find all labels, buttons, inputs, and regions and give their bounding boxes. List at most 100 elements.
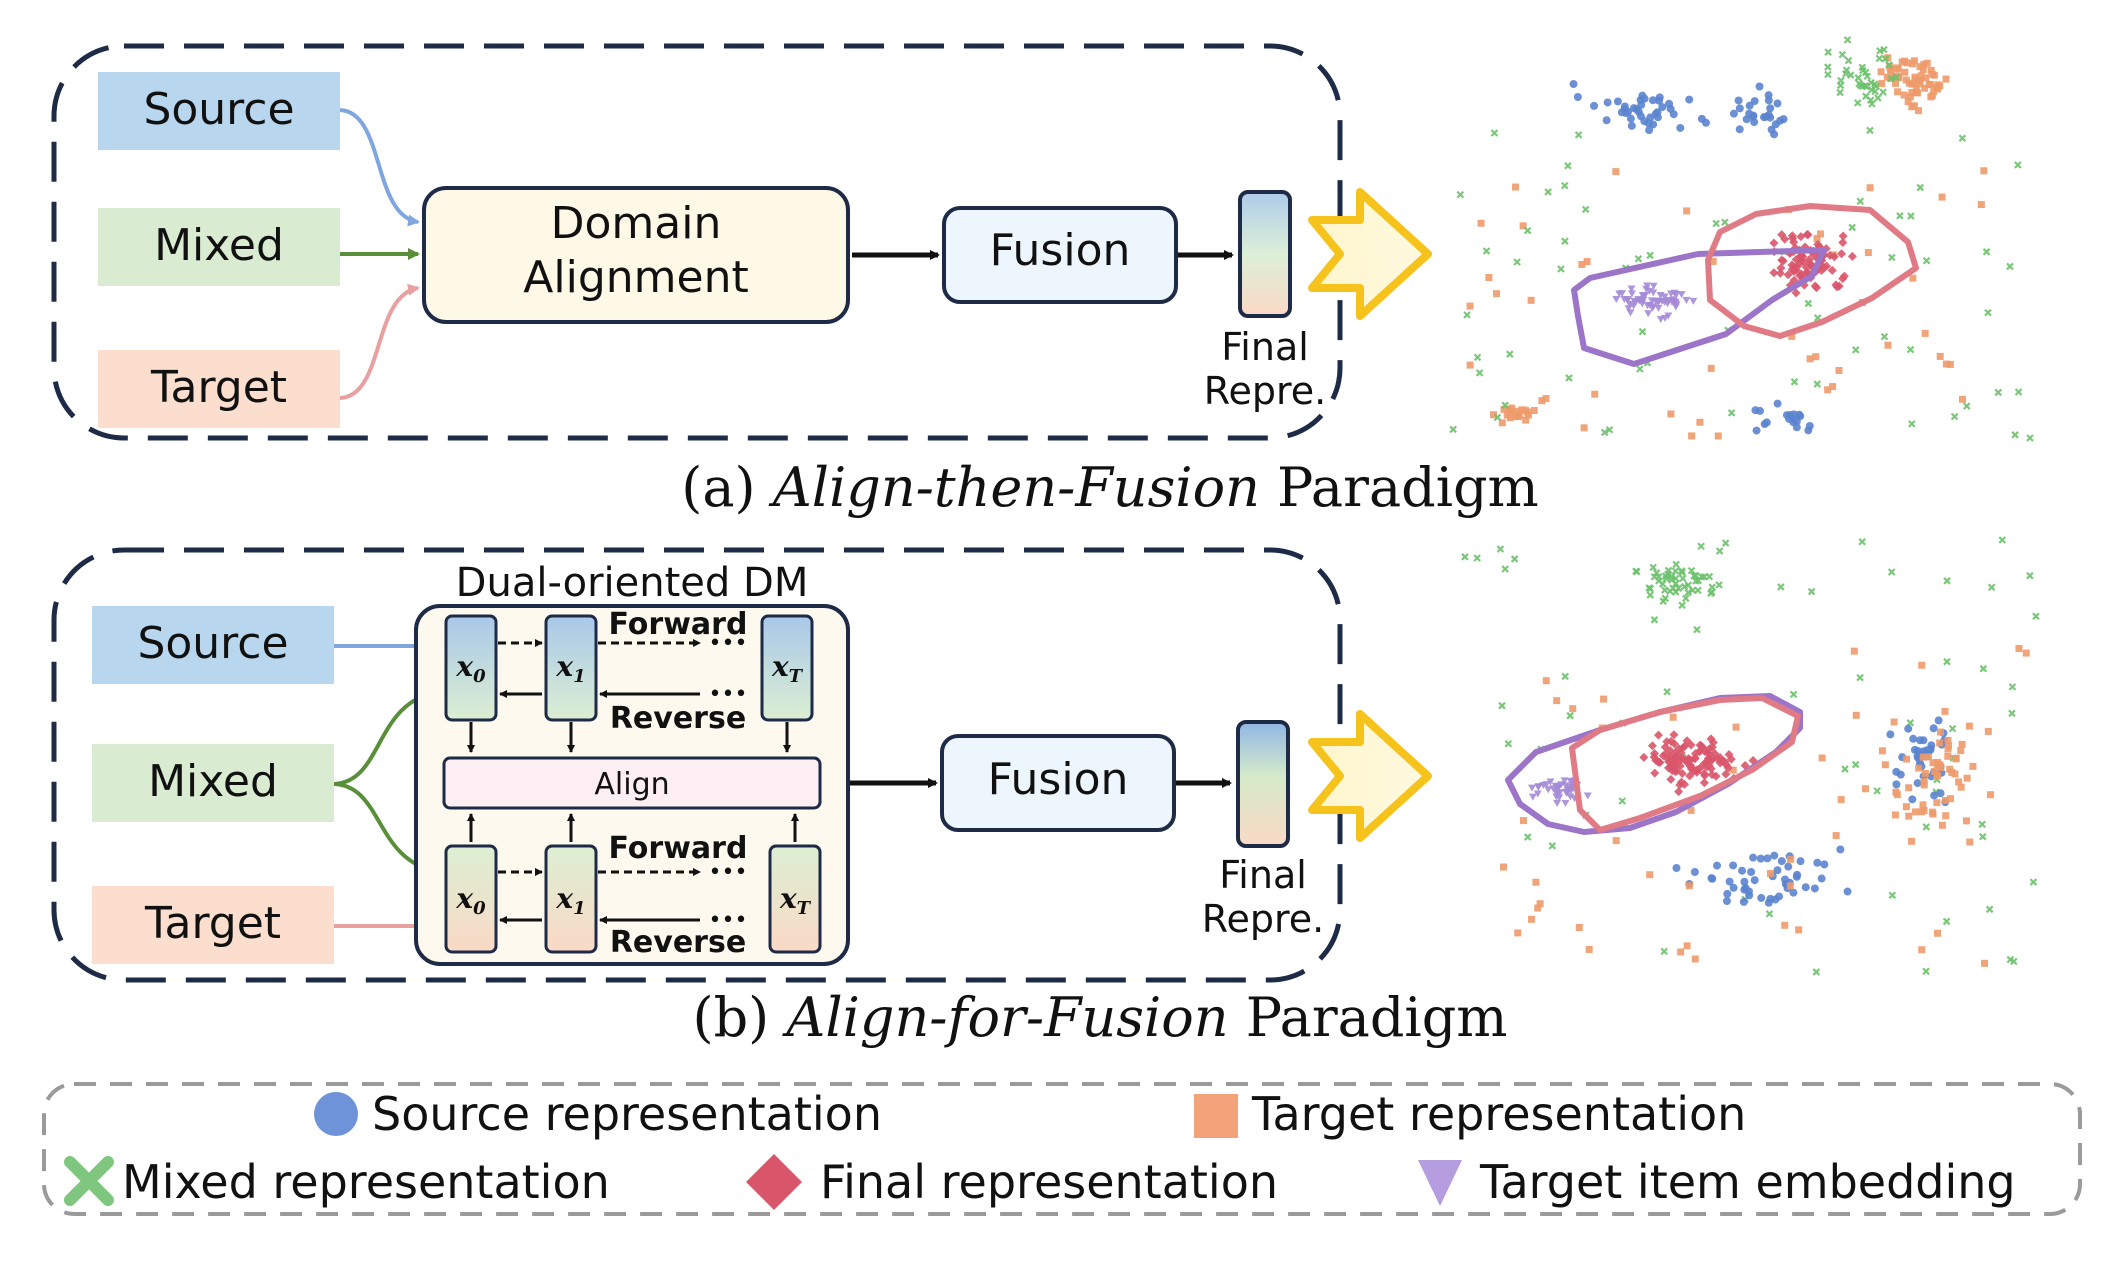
scatter-point-mixed [1942,917,1951,926]
scatter-point-item [1553,799,1562,807]
scatter-point-target [1942,360,1950,368]
scatter-point-mixed [1982,248,1991,256]
scatter-point-mixed [1456,190,1465,199]
scatter-point-source [1685,95,1694,104]
scatter-point-target [1922,74,1930,82]
scatter-point-target [1908,103,1916,111]
scatter-point-final [1666,774,1676,784]
scatter-point-source [1763,854,1772,863]
scatter-point-mixed [1482,247,1491,255]
scatter-point-source [1740,877,1749,886]
scatter-point-mixed [1867,85,1876,94]
scatter-point-source [1713,861,1722,870]
scatter-point-final [1649,748,1659,758]
scatter-point-target [1667,410,1675,418]
scatter-point-source [1645,126,1654,135]
scatter-point-final [1710,749,1720,759]
scatter-point-source [1590,101,1599,110]
scatter-point-target [1977,201,1985,209]
scatter-point-mixed [1880,332,1889,341]
scatter-point-target [1942,812,1950,820]
scatter-point-item [1544,786,1553,794]
scatter-point-target [1500,405,1508,413]
scatter-point-mixed [1600,428,1609,437]
scatter-point-source [1793,870,1802,879]
scatter-point-final [1665,751,1675,761]
scatter-point-target [1887,67,1895,75]
scatter-point-source [1896,770,1905,779]
caption-b: (b) Align-for-Fusion Paradigm [693,986,1508,1049]
scatter-point-target [1911,808,1919,816]
scatter-point-target [1786,882,1794,890]
scatter-point-source [1676,123,1685,132]
scatter-point-mixed [1853,99,1862,107]
scatter-point-source [1627,121,1636,130]
scatter-point-final [1650,768,1660,778]
final-repr-label-b-2: Repre. [1202,897,1324,941]
scatter-point-item [1649,282,1658,290]
scatter-point-mixed [1693,625,1701,634]
scatter-point-target [1944,736,1952,744]
forward-label-lower: Forward [609,831,748,866]
scatter-point-mixed [1824,48,1832,56]
scatter-point-mixed [1881,55,1890,63]
scatter-point-final [1838,231,1848,241]
scatter-point-target [1920,60,1928,68]
scatter-point-target [1766,869,1774,877]
scatter-point-target [1522,416,1530,424]
scatter-point-target [1909,60,1917,68]
scatter-point-mixed [1858,537,1866,546]
scatter-point-target [1944,745,1952,753]
scatter-point-target [1466,361,1474,369]
scatter-point-final [1667,766,1677,776]
scatter-point-source [1773,99,1782,108]
scatter-point-source [1613,97,1622,106]
scatter-point-item [1561,799,1570,807]
scatter-point-target [1904,98,1912,106]
scatter-point-final [1703,748,1713,758]
scatter-point-mixed [1473,353,1482,362]
scatter-point-target [1891,811,1899,819]
scatter-point-mixed [1513,258,1521,266]
scatter-point-source [1764,91,1773,100]
scatter-point-mixed [1660,947,1668,956]
scatter-point-target [1941,707,1949,715]
scatter-point-source [1637,100,1646,109]
scatter-point-final [1769,268,1779,278]
scatter-point-mixed [2029,878,2038,886]
scatter-point-item [1627,290,1636,298]
fwd-lower-dots: ••• [709,860,748,885]
final-repr-bar-b [1236,720,1290,848]
scatter-point-mixed [1697,573,1706,581]
scatter-point-target [1578,261,1586,269]
scatter-point-mixed [1566,711,1574,720]
scatter-point-target [1928,92,1936,100]
forward-label-upper: Forward [609,607,748,642]
scatter-point-item [1546,778,1555,786]
scatter-point-mixed [1682,594,1690,603]
scatter-point-final [1838,237,1848,247]
scatter-point-target [1781,921,1789,929]
scatter-point-target [1806,355,1814,363]
scatter-point-source [1764,110,1773,119]
scatter-point-mixed [2008,709,2016,718]
scatter-point-mixed [1866,126,1874,135]
scatter-point-mixed [1646,591,1655,599]
scatter-point-mixed [1504,739,1513,748]
scatter-point-mixed [1557,265,1565,273]
big-arrow-b [1308,710,1432,842]
scatter-point-source [1801,883,1810,892]
scatter-point-target [1514,407,1522,415]
scatter-point-source [1739,897,1748,906]
scatter-point-final [1690,753,1700,763]
scatter-point-source [1836,845,1845,854]
scatter-point-source [1750,118,1759,127]
scatter-point-mixed [2014,161,2022,169]
scatter-point-target [1507,409,1515,417]
scatter-point-mixed [1663,687,1671,696]
scatter-point-final [1682,757,1692,767]
scatter-point-mixed [1684,588,1692,597]
scatter-point-target [1683,207,1691,215]
scatter-point-mixed [1841,765,1849,773]
scatter-point-item [1549,785,1558,793]
